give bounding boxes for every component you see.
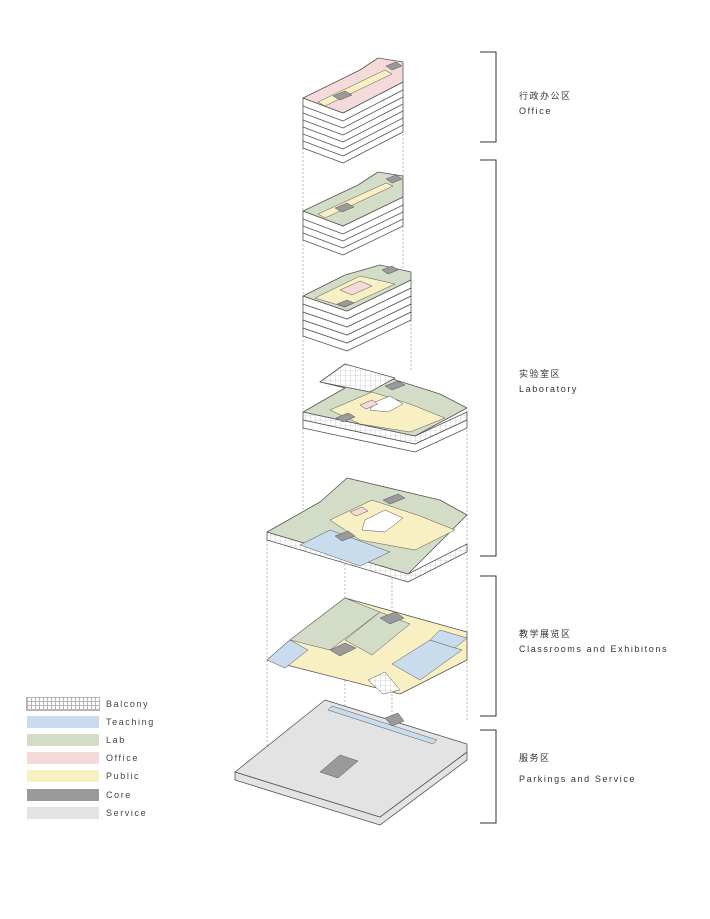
- classroom-floor: [266, 597, 468, 695]
- zone-brackets: [480, 51, 497, 824]
- legend-swatch-core: [27, 789, 99, 801]
- lab-block-a: [302, 171, 404, 256]
- zone-laboratory-en: Laboratory: [519, 384, 579, 394]
- zone-label-classrooms: 教学展览区 Classrooms and Exhibitons: [519, 628, 668, 656]
- lab-block-d: [266, 477, 468, 583]
- zone-classrooms-en: Classrooms and Exhibitons: [519, 644, 669, 654]
- lab-block-b: [302, 264, 412, 352]
- zone-service-en: Parkings and Service: [519, 774, 637, 784]
- legend-label-public: Public: [106, 771, 141, 781]
- zone-classrooms-zh: 教学展览区: [519, 630, 572, 640]
- legend-swatch-office: [27, 752, 99, 764]
- service-floor: [234, 699, 468, 826]
- legend-label-core: Core: [106, 790, 132, 800]
- legend-swatch-balcony: [26, 697, 100, 711]
- zone-label-laboratory: 实验室区 Laboratory: [519, 368, 578, 396]
- legend-label-service: Service: [106, 808, 148, 818]
- legend-label-lab: Lab: [106, 735, 126, 745]
- legend-swatch-service: [27, 807, 99, 819]
- zone-label-service: 服务区 Parkings and Service: [519, 752, 636, 786]
- legend-swatch-teaching: [27, 716, 99, 728]
- lab-block-c: [302, 363, 468, 453]
- legend-label-balcony: Balcony: [106, 699, 150, 709]
- legend-swatch-public: [27, 770, 99, 782]
- office-block: [302, 57, 404, 164]
- zone-office-en: Office: [519, 106, 552, 116]
- legend-label-office: Office: [106, 753, 139, 763]
- zone-label-office: 行政办公区 Office: [519, 90, 572, 118]
- zone-office-zh: 行政办公区: [519, 92, 572, 102]
- zone-service-zh: 服务区: [519, 754, 551, 764]
- legend-label-teaching: Teaching: [106, 717, 155, 727]
- legend-swatch-lab: [27, 734, 99, 746]
- zone-laboratory-zh: 实验室区: [519, 370, 562, 380]
